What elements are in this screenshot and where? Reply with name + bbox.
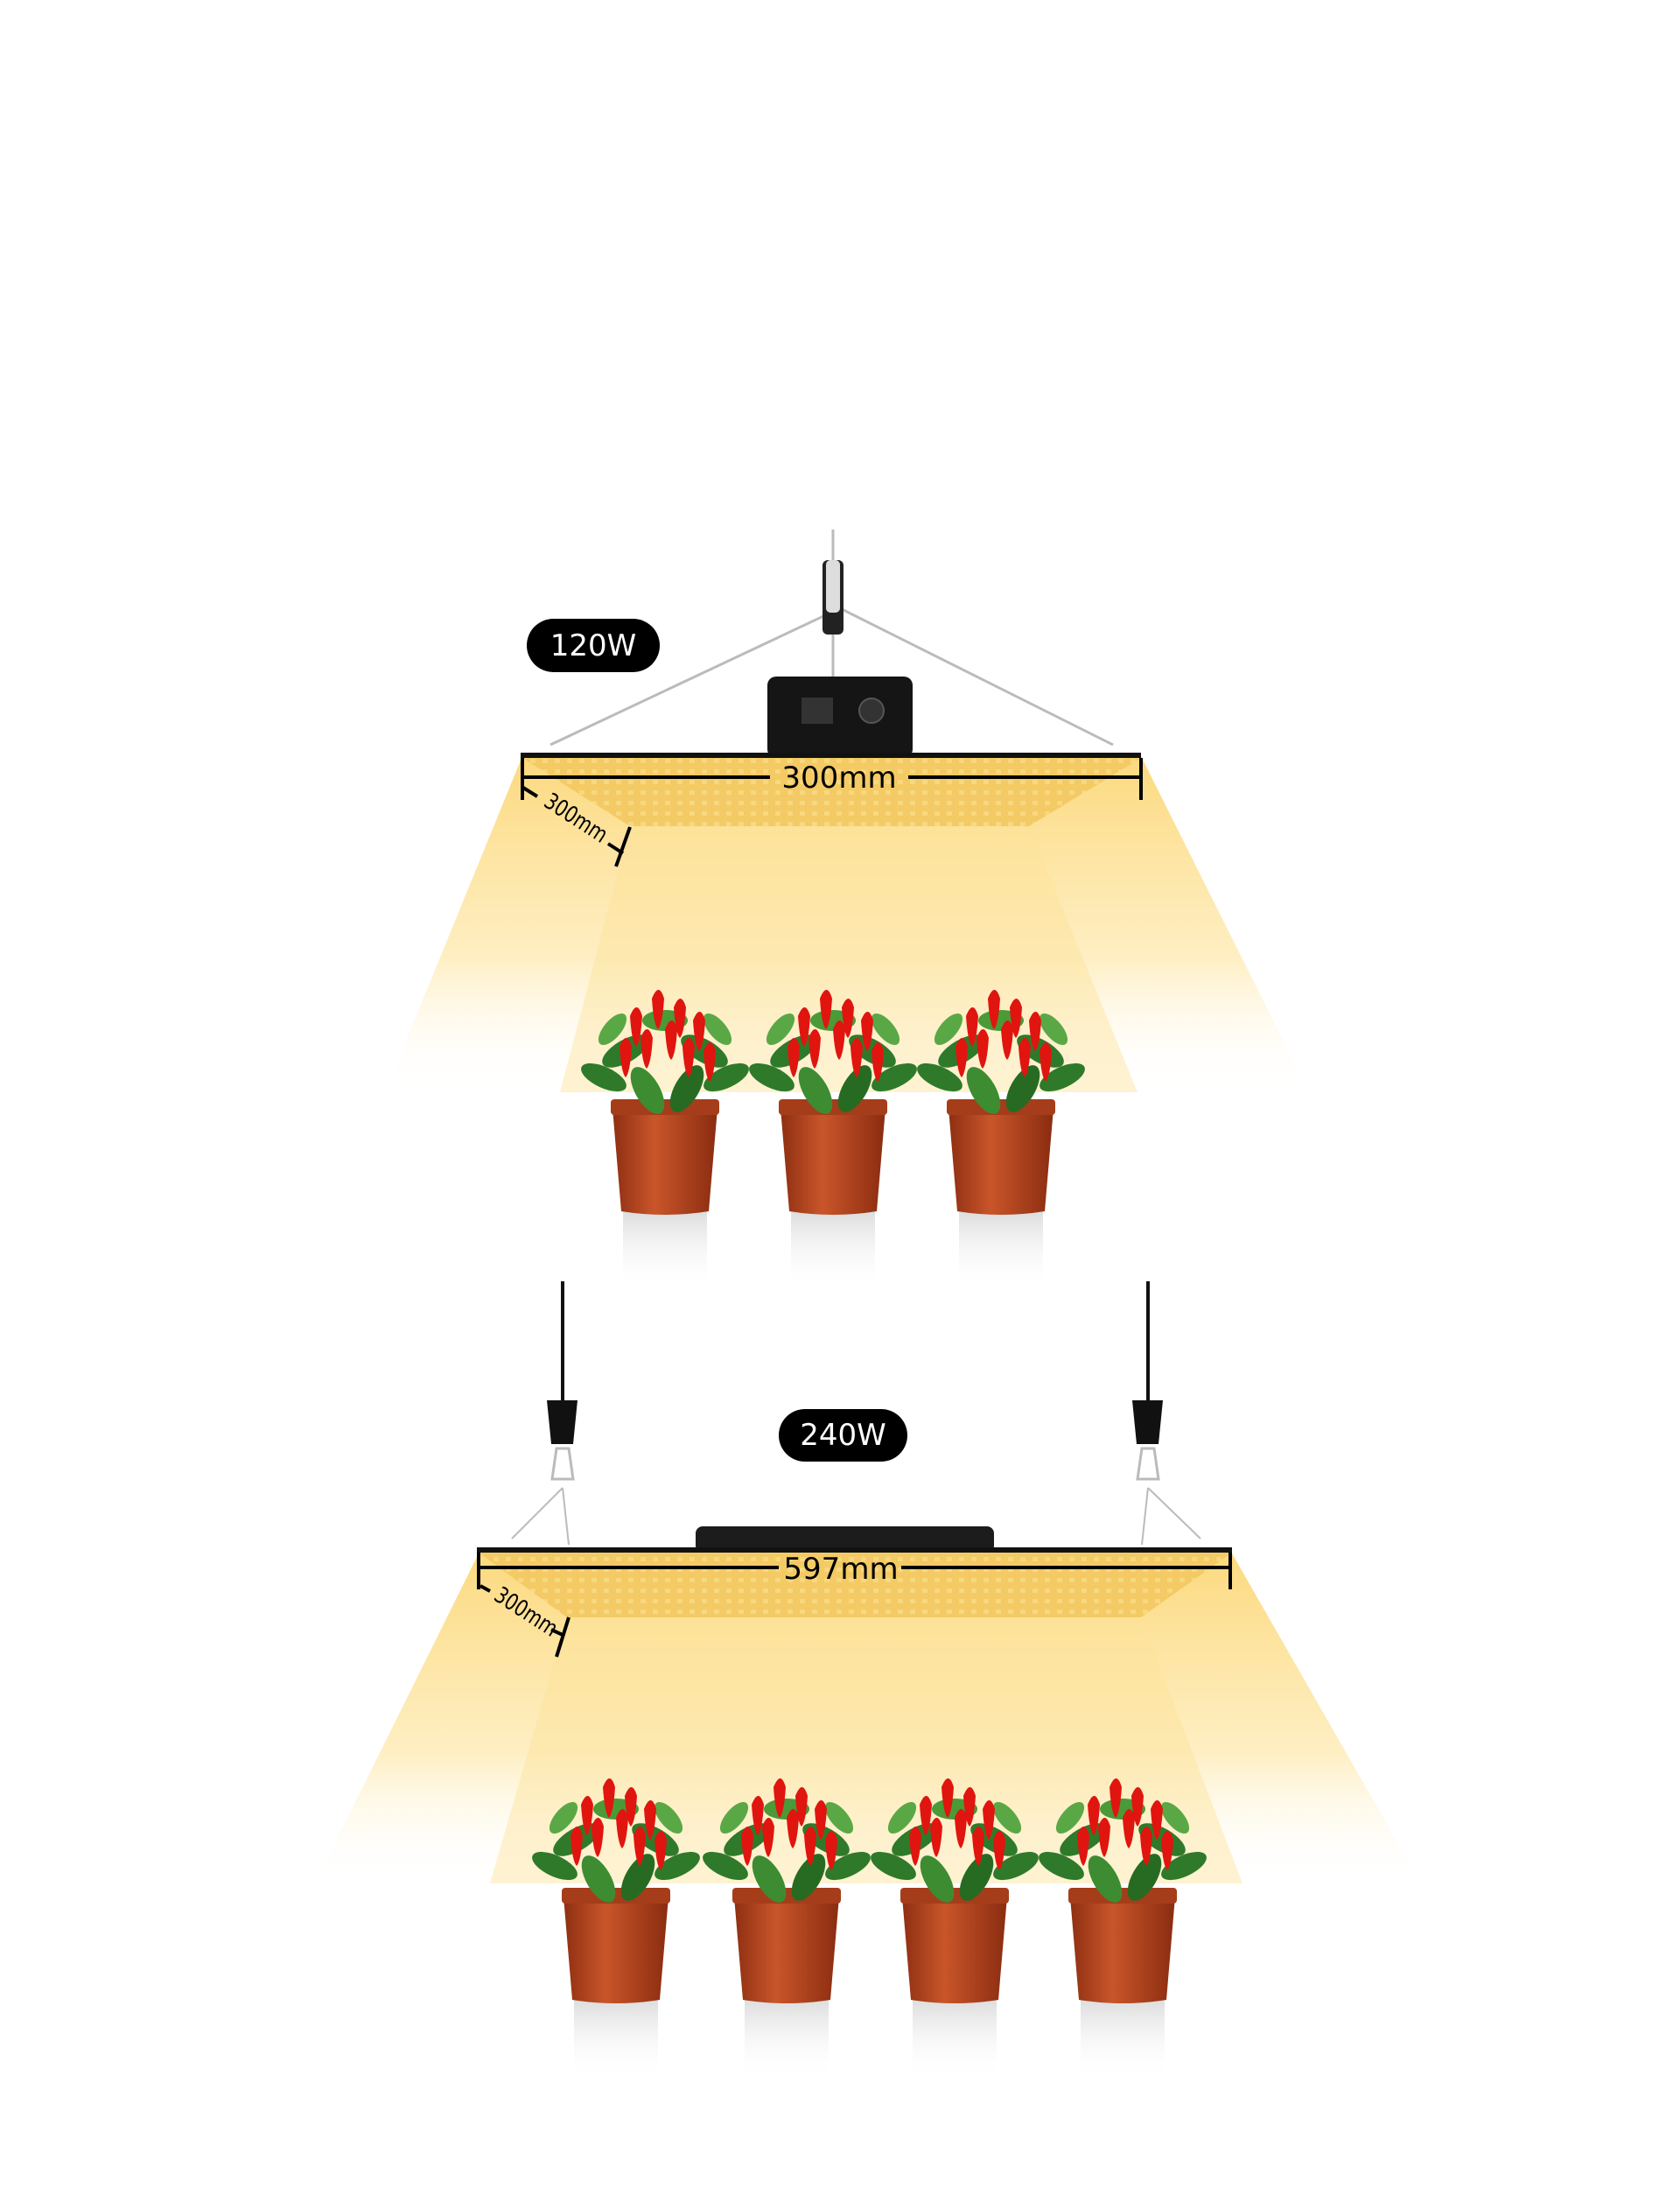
- depth-dimension: [522, 786, 632, 867]
- panel-frame: [477, 1547, 1232, 1553]
- width-label: 597mm: [783, 1552, 898, 1587]
- rope-ratchet-right: [1132, 1281, 1201, 1546]
- width-dimension: [521, 758, 1143, 800]
- light-120w: 300mm 300mm: [385, 529, 1309, 1290]
- driver-box: [696, 1526, 994, 1553]
- panel-frame: [521, 753, 1141, 758]
- depth-dimension: [480, 1584, 570, 1658]
- rope-ratchet-left: [511, 1281, 578, 1546]
- width-label: 300mm: [781, 761, 896, 796]
- light-240w: 597mm 300mm: [315, 1281, 1421, 2079]
- width-dimension: [477, 1553, 1232, 1589]
- driver-box: [767, 677, 913, 758]
- light-cone: [385, 756, 1309, 1092]
- dimmer-knob: [858, 698, 885, 724]
- wattage-badge-120w: 120W: [527, 619, 660, 672]
- led-panel: [522, 758, 1141, 826]
- wattage-badge-240w: 240W: [779, 1409, 907, 1462]
